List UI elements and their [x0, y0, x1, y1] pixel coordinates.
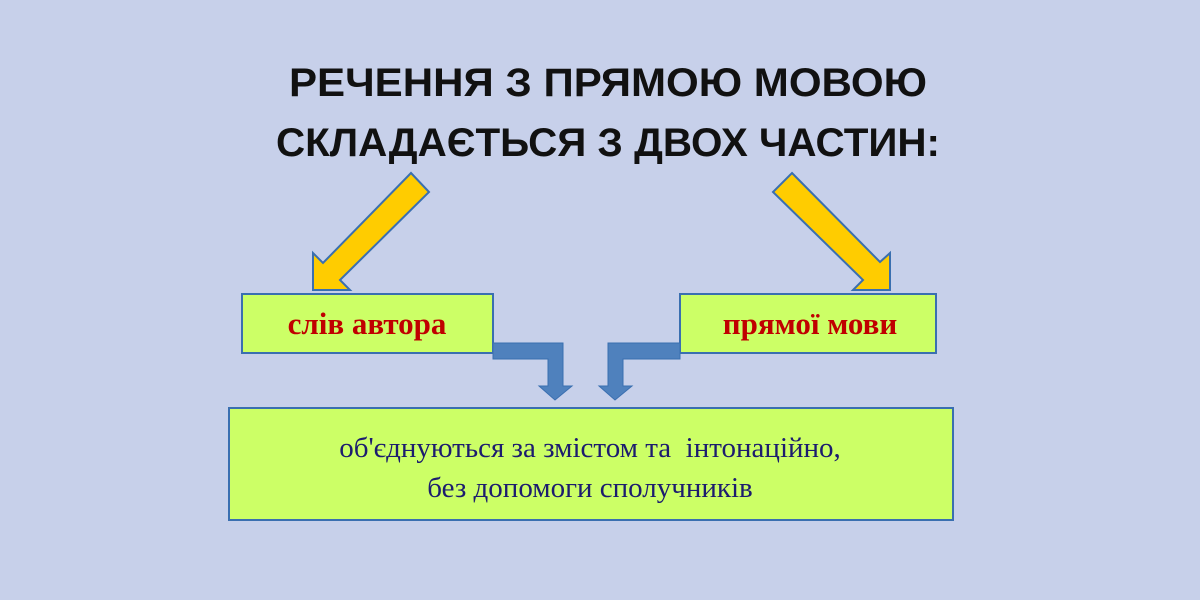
box-author-words-frame	[241, 293, 494, 354]
direct-speech-label: прямої мови	[723, 306, 898, 341]
yellow-arrow-left	[312, 171, 431, 291]
box-direct-speech-frame	[679, 293, 937, 354]
blue-arrow-right	[597, 342, 681, 401]
box-result: об'єднуються за змістом та інтонаційно, …	[228, 407, 954, 521]
result-line-1: об'єднуються за змістом та інтонаційно,	[339, 432, 841, 464]
blue-arrow-left	[492, 342, 574, 401]
box-author-words: слів автора	[241, 293, 494, 354]
yellow-arrow-right	[771, 171, 891, 291]
title-line-1: РЕЧЕННЯ З ПРЯМОЮ МОВОЮ	[289, 61, 927, 105]
author-words-label: слів автора	[288, 306, 447, 341]
box-direct-speech: прямої мови	[679, 293, 937, 354]
box-result-frame	[228, 407, 954, 521]
title-line-2: СКЛАДАЄТЬСЯ З ДВОХ ЧАСТИН:	[276, 121, 940, 165]
result-line-2: без допомоги сполучників	[427, 472, 753, 504]
